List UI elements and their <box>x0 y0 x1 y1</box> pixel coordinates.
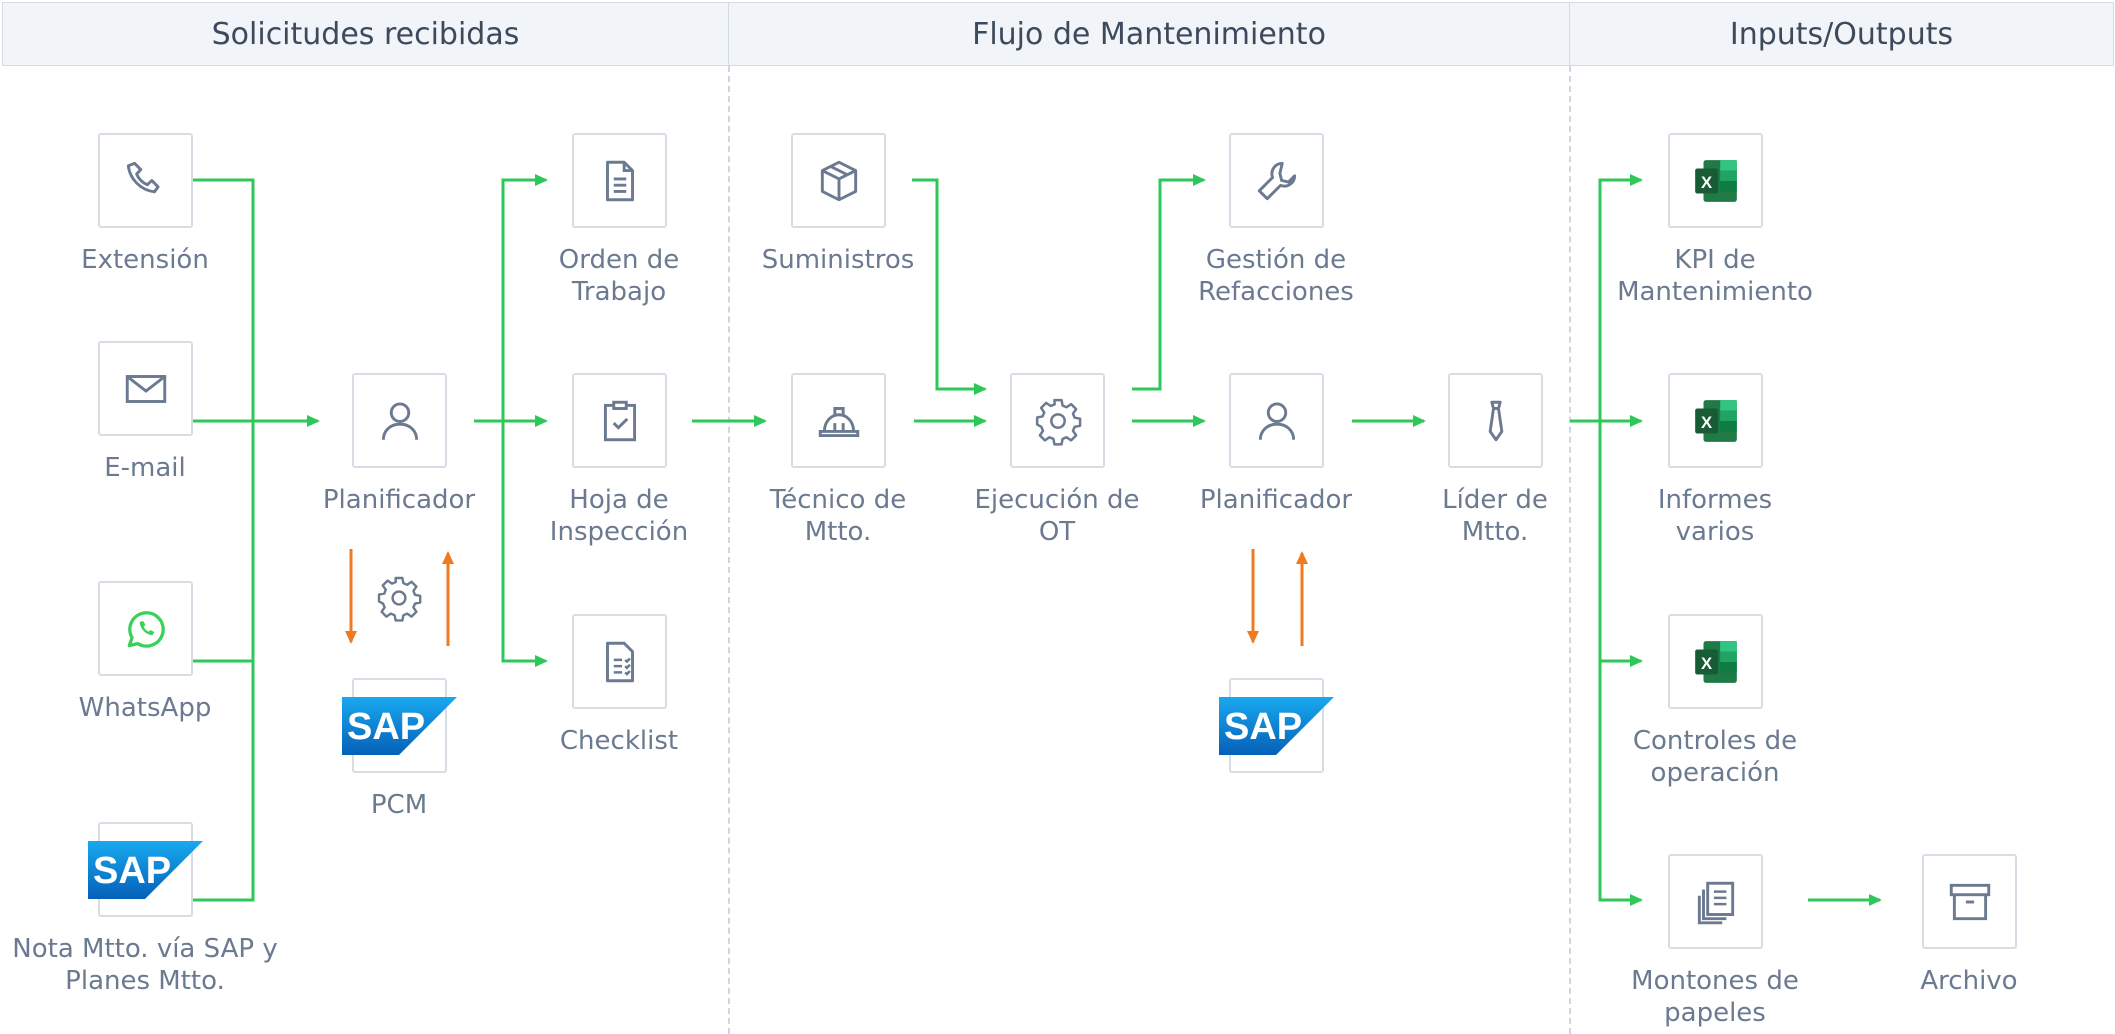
label-planificador-1: Planificador <box>322 485 476 515</box>
label-nota-sap: Nota Mtto. vía SAP y Planes Mtto. <box>12 934 278 996</box>
label-checklist: Checklist <box>559 726 679 756</box>
label-gestion-refacciones: Gestión de Refacciones <box>1198 245 1354 307</box>
excel-icon: X <box>1694 640 1737 683</box>
sap-logo-text: SAP <box>1224 706 1302 748</box>
label-hoja-inspeccion: Hoja de Inspección <box>549 485 689 547</box>
user-icon <box>1258 401 1295 440</box>
node-informes: X <box>1668 373 1763 468</box>
node-lider <box>1448 373 1543 468</box>
label-archivo: Archivo <box>1920 966 2018 996</box>
label-lider: Líder de Mtto. <box>1442 485 1548 547</box>
node-ejecucion <box>1010 373 1105 468</box>
node-gestion-refacciones <box>1229 133 1324 228</box>
flow-line <box>912 178 987 395</box>
archive-box-icon <box>1949 883 1990 920</box>
header-inputs-outputs: Inputs/Outputs <box>1569 2 2114 66</box>
label-controles: Controles de operación <box>1632 726 1798 788</box>
node-extension <box>98 133 193 228</box>
excel-logo-text: X <box>1701 412 1712 431</box>
node-kpi: X <box>1668 133 1763 228</box>
label-pcm: PCM <box>370 790 428 820</box>
clipboard-check-icon <box>603 400 636 441</box>
label-whatsapp: WhatsApp <box>78 693 212 723</box>
document-icon <box>605 160 634 201</box>
node-montones <box>1668 854 1763 949</box>
label-ejecucion: Ejecución de OT <box>974 485 1140 547</box>
excel-logo-text: X <box>1701 172 1712 191</box>
label-montones: Montones de papeles <box>1631 966 1799 1028</box>
flow-line <box>1132 174 1206 391</box>
gear-icon <box>377 576 422 622</box>
header-flujo-label: Flujo de Mantenimiento <box>972 16 1326 52</box>
label-planificador-2: Planificador <box>1199 485 1353 515</box>
node-planificador-1 <box>352 373 447 468</box>
checklist-icon <box>605 641 634 682</box>
section-divider <box>728 66 730 1034</box>
node-archivo <box>1922 854 2017 949</box>
node-planificador-2 <box>1229 373 1324 468</box>
gear-icon <box>1035 398 1081 446</box>
node-whatsapp <box>98 581 193 676</box>
whatsapp-icon <box>127 610 165 648</box>
excel-icon: X <box>1694 399 1737 442</box>
wrench-icon <box>1257 161 1296 200</box>
phone-icon <box>126 161 160 193</box>
label-kpi: KPI de Mantenimiento <box>1617 245 1813 307</box>
envelope-icon <box>125 374 166 403</box>
node-controles: X <box>1668 614 1763 709</box>
excel-icon: X <box>1694 159 1737 202</box>
node-hoja-inspeccion <box>572 373 667 468</box>
header-solicitudes: Solicitudes recibidas <box>2 2 729 66</box>
label-extension: Extensión <box>81 245 209 275</box>
sap-logo-text: SAP <box>347 706 425 748</box>
sap-logo: SAP <box>88 841 203 899</box>
label-tecnico: Técnico de Mtto. <box>769 485 907 547</box>
sap-logo: SAP <box>1219 697 1334 755</box>
hard-hat-icon <box>818 406 859 437</box>
section-divider <box>1569 66 1571 1034</box>
label-orden-trabajo: Orden de Trabajo <box>558 245 680 307</box>
node-orden-trabajo <box>572 133 667 228</box>
header-solicitudes-label: Solicitudes recibidas <box>211 16 520 52</box>
node-email <box>98 341 193 436</box>
node-suministros <box>791 133 886 228</box>
excel-logo-text: X <box>1701 653 1712 672</box>
label-informes: Informes varios <box>1657 485 1773 547</box>
header-io-label: Inputs/Outputs <box>1729 16 1954 52</box>
flow-line <box>193 178 255 902</box>
user-icon <box>381 401 418 440</box>
sap-logo-text: SAP <box>93 850 171 892</box>
node-tecnico <box>791 373 886 468</box>
node-checklist <box>572 614 667 709</box>
sap-logo: SAP <box>342 697 457 755</box>
papers-stack-icon <box>1697 881 1734 924</box>
box-icon <box>820 160 857 201</box>
tie-icon <box>1488 400 1503 441</box>
label-suministros: Suministros <box>761 245 915 275</box>
label-email: E-mail <box>104 453 186 483</box>
header-flujo: Flujo de Mantenimiento <box>728 2 1570 66</box>
